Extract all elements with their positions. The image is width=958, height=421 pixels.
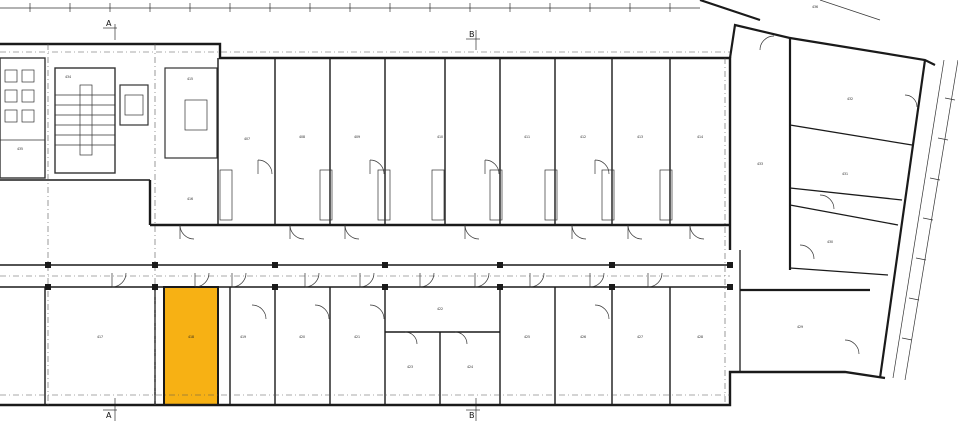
room-tag: 414 <box>697 135 703 139</box>
room-tag: 434 <box>65 75 71 79</box>
axis-label-b-top: B <box>469 30 475 39</box>
structural-grid <box>0 44 730 405</box>
room-tag: 408 <box>299 135 305 139</box>
room-tag: 411 <box>524 135 530 139</box>
upper-door-swings <box>179 159 705 240</box>
axis-label-a-bottom: A <box>106 411 112 420</box>
room-tag: 417 <box>97 335 103 339</box>
exterior-walls <box>0 42 886 407</box>
room-tag: 410 <box>437 135 443 139</box>
upper-room-cabinets <box>219 169 673 221</box>
section-marker-b-top: B <box>466 30 480 50</box>
room-tag: 431 <box>842 172 848 176</box>
room-tag: 421 <box>354 335 360 339</box>
room-tag: 422 <box>437 307 443 311</box>
room-tag: 433 <box>757 162 763 166</box>
section-marker-a-top: A <box>103 19 117 40</box>
room-tag: 427 <box>637 335 643 339</box>
room-tag: 430 <box>827 240 833 244</box>
structural-columns <box>45 262 733 290</box>
axis-label-a-top: A <box>106 19 112 28</box>
room-tag: 435 <box>17 147 23 151</box>
room-tag: 413 <box>637 135 643 139</box>
axis-label-b-bottom: B <box>469 411 475 420</box>
room-tag: 423 <box>407 365 413 369</box>
room-tag: 419 <box>240 335 246 339</box>
room-tag: 416 <box>187 197 193 201</box>
room-tag: 425 <box>524 335 530 339</box>
east-wing-walls <box>699 0 936 379</box>
room-tag: 412 <box>580 135 586 139</box>
upper-room-partitions <box>217 58 671 225</box>
top-dimension-line <box>0 3 700 12</box>
room-tag: 436 <box>812 5 818 9</box>
corridor-walls <box>0 179 730 288</box>
lower-door-swings <box>111 272 663 345</box>
room-tags: 407 408 409 410 411 412 413 414 415 416 … <box>17 5 853 369</box>
east-dimension-lines <box>819 0 958 381</box>
room-tag: 420 <box>299 335 305 339</box>
room-tag: 424 <box>467 365 473 369</box>
highlighted-room[interactable] <box>163 286 219 406</box>
room-tag: 418 <box>188 335 194 339</box>
room-tag: 432 <box>847 97 853 101</box>
room-tag: 429 <box>797 325 803 329</box>
section-marker-a-bottom: A <box>103 398 117 421</box>
lower-room-partitions <box>44 287 671 405</box>
room-tag: 409 <box>354 135 360 139</box>
room-tag: 428 <box>697 335 703 339</box>
east-wing-doors <box>759 35 918 355</box>
room-tag: 407 <box>244 137 250 141</box>
east-wing-partitions <box>739 124 913 372</box>
stair-and-toilet-block <box>0 57 218 179</box>
room-tag: 426 <box>580 335 586 339</box>
room-tag: 415 <box>187 77 193 81</box>
section-marker-b-bottom: B <box>466 398 480 421</box>
